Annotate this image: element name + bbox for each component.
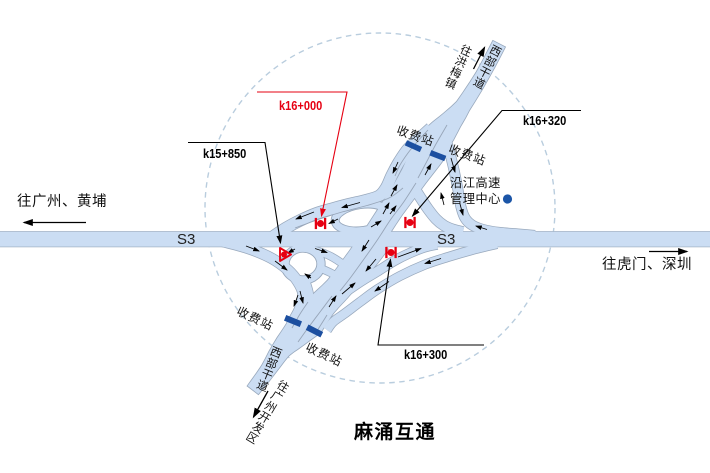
- leader-k16-300: [377, 258, 484, 346]
- chainage-label-k16-300: k16+300: [404, 347, 448, 362]
- toll-bar-4: [305, 324, 324, 338]
- study-area-boundary-circle: [204, 32, 556, 384]
- flow-arrow: [440, 192, 445, 206]
- flow-arrow: [328, 295, 337, 308]
- lane-separator-line: [291, 301, 309, 329]
- toll-bar-3: [283, 315, 303, 327]
- flow-arrow: [390, 184, 398, 197]
- marker-k15-850: [279, 247, 292, 262]
- marker-k16-000: [314, 217, 327, 230]
- road-fills: [0, 40, 710, 395]
- flow-arrow: [382, 202, 390, 215]
- road-lr-outer: [323, 239, 498, 333]
- highway-label-left: S3: [177, 230, 196, 248]
- lane-separator-line: [316, 314, 328, 332]
- facility-dot: [502, 194, 513, 204]
- facility-line1: 沿江高速: [450, 176, 501, 190]
- flow-arrow: [397, 248, 422, 258]
- flow-arrow: [341, 202, 361, 209]
- flow-arrow: [361, 239, 370, 252]
- flow-arrow: [392, 161, 399, 174]
- facility-label: 沿江高速 管理中心: [450, 176, 501, 208]
- leader-k16-320: [411, 109, 581, 218]
- diagram-title: 麻涌互通: [354, 422, 437, 443]
- flow-arrow: [424, 258, 442, 264]
- flow-arrow: [245, 245, 260, 252]
- flow-arrow: [295, 211, 315, 220]
- leader-k16-000: [257, 91, 348, 218]
- flow-arrow: [365, 258, 377, 272]
- arrow-south: [252, 390, 269, 419]
- flow-arrow: [299, 290, 304, 304]
- lane-separator-line: [297, 295, 333, 343]
- chainage-label-k15-850: k15+850: [203, 146, 247, 161]
- marker-k16-300: [385, 246, 397, 259]
- road-rt-inner: [407, 181, 465, 237]
- toll-bar-1: [404, 140, 423, 153]
- dest-west-label: 往广州、黄埔: [17, 194, 107, 210]
- leader-lines: [188, 109, 581, 346]
- toll-bar-2: [429, 150, 447, 162]
- arrow-north: [472, 46, 486, 70]
- lane-separator-line: [339, 182, 417, 292]
- flow-arrow: [424, 163, 432, 176]
- flow-arrow: [328, 218, 339, 224]
- traffic-flow-arrows: [245, 157, 488, 308]
- flow-arrow: [370, 220, 382, 228]
- flow-arrow: [459, 203, 464, 216]
- toll-gate-bars: [283, 140, 447, 338]
- road-uw: [267, 123, 435, 243]
- highway-label-right: S3: [437, 230, 456, 248]
- facility-line2: 管理中心: [450, 191, 501, 206]
- flow-arrow: [274, 260, 288, 271]
- chainage-label-k16-320: k16+320: [523, 113, 567, 128]
- chainage-label-k16-000: k16+000: [279, 98, 323, 113]
- flow-arrow: [475, 225, 488, 230]
- flow-arrow: [293, 294, 299, 307]
- flow-arrow: [341, 282, 356, 295]
- bridge-markers: [279, 216, 416, 262]
- flow-arrow: [314, 248, 328, 253]
- dest-east-label: 往虎门、深圳: [602, 257, 692, 273]
- road-loop-ramp: [281, 244, 325, 284]
- road-loop-conn: [301, 277, 314, 316]
- marker-k16-320: [404, 216, 416, 229]
- lane-separator-line: [394, 129, 429, 177]
- flow-arrow: [450, 157, 456, 173]
- road-loop-ramp: [331, 200, 393, 235]
- flow-arrow: [389, 205, 397, 215]
- destination-arrows: [22, 46, 689, 419]
- flow-arrow: [304, 273, 312, 280]
- road-casings: [0, 39, 710, 396]
- leader-k15-850: [188, 141, 283, 245]
